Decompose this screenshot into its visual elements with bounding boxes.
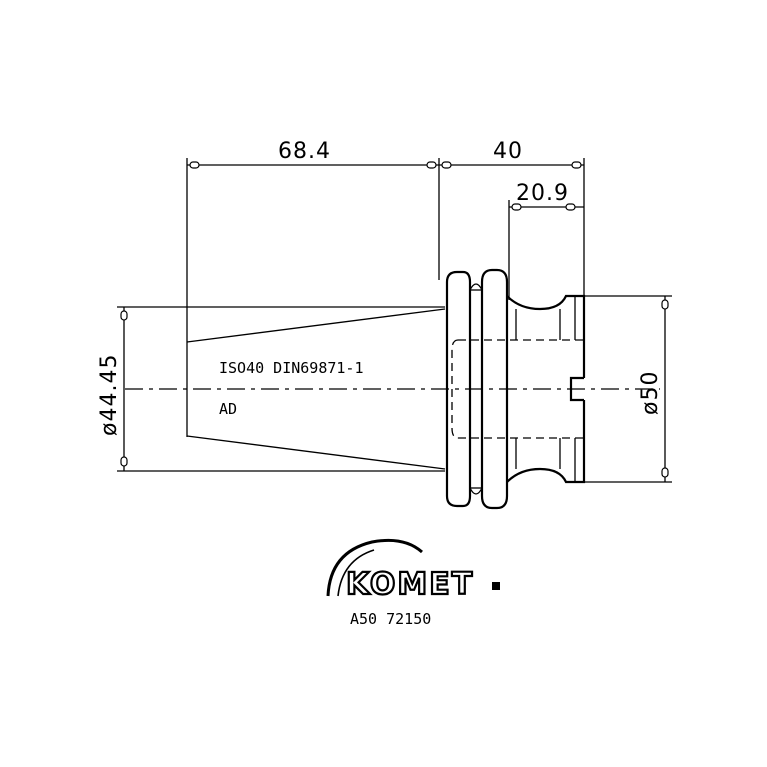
spec-label: ISO40 DIN69871-1	[219, 359, 364, 377]
komet-arc-logo-icon	[326, 538, 423, 597]
body-bottom-profile	[506, 400, 586, 484]
dim-text-68-4: 68.4	[278, 139, 331, 164]
v-groove-top	[469, 283, 483, 291]
logo-dot	[492, 582, 500, 590]
logo-text: KOMET	[346, 567, 474, 602]
dim-text-20-9: 20.9	[516, 181, 569, 206]
part-number: A50 72150	[350, 610, 431, 628]
taper-edge-bottom	[186, 435, 446, 470]
body-top-profile	[506, 294, 586, 378]
dim-text-44-45: ø44.45	[97, 354, 122, 436]
dim-arrow	[661, 467, 669, 478]
dim-text-50: ø50	[638, 371, 663, 415]
dim-text-40: 40	[493, 139, 523, 164]
dim-arrow	[571, 161, 582, 169]
flange-collar-left	[445, 270, 472, 508]
taper-edge-top	[186, 308, 446, 343]
dim-arrow	[120, 310, 128, 321]
komet-arc-inner-icon	[337, 549, 375, 597]
flange-collar-right	[480, 268, 509, 510]
dim-arrow	[565, 203, 576, 211]
komet-logo: KOMET	[326, 538, 500, 603]
dim-arrow	[661, 299, 669, 310]
form-label: AD	[219, 400, 237, 418]
dim-arrow	[441, 161, 452, 169]
dim-arrow	[120, 456, 128, 467]
dim-arrow	[189, 161, 200, 169]
dim-arrow	[511, 203, 522, 211]
bore-hidden-end	[451, 339, 459, 439]
v-groove-bottom	[469, 487, 483, 495]
keyway-notch	[569, 376, 584, 402]
dim-arrow	[426, 161, 437, 169]
